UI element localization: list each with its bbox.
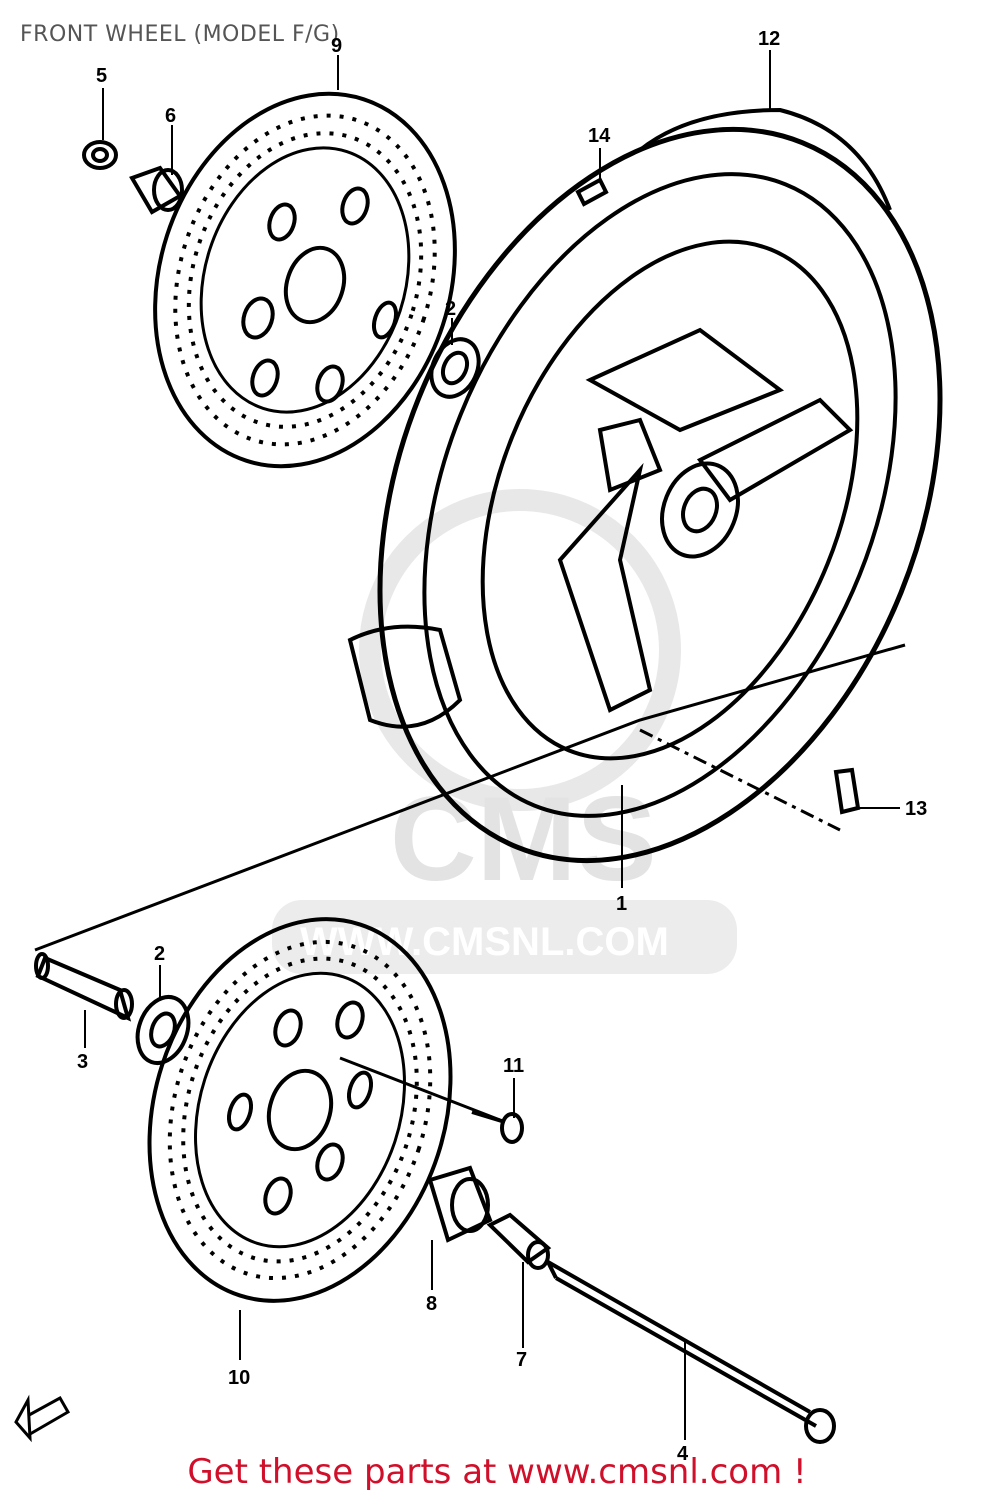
valve-part-14 <box>575 177 609 207</box>
assembly-axis-line <box>34 643 906 952</box>
callout-14: 14 <box>588 125 611 147</box>
tire-part-12 <box>347 107 943 864</box>
callout-2-lower: 2 <box>154 943 165 965</box>
nut-part-5 <box>82 140 118 170</box>
callout-4: 4 <box>677 1443 689 1465</box>
callout-2-upper: 2 <box>445 298 456 320</box>
cmsnl-watermark: CMS WWW.CMSNL.COM <box>272 489 737 974</box>
spacer-part-7 <box>486 1212 552 1270</box>
axle-part-4 <box>546 1260 836 1444</box>
callout-8: 8 <box>426 1293 437 1315</box>
callout-6: 6 <box>165 105 176 127</box>
callout-5: 5 <box>96 65 107 87</box>
callout-leader-lines <box>84 50 900 1440</box>
callout-3: 3 <box>77 1051 88 1073</box>
callout-10: 10 <box>228 1367 250 1389</box>
callout-12: 12 <box>758 28 780 50</box>
collar-part-8 <box>427 1165 493 1243</box>
spacer-part-6 <box>129 165 184 215</box>
spacer-part-3 <box>34 952 134 1022</box>
brake-disc-upper <box>153 91 457 469</box>
cmsnl-promo-link[interactable]: Get these parts at www.cmsnl.com ! <box>187 1452 807 1492</box>
bolt-part-11 <box>471 1110 524 1144</box>
callout-11: 11 <box>503 1055 524 1077</box>
cast-wheel-part-1 <box>480 239 860 761</box>
brake-disc-lower <box>147 917 501 1303</box>
callout-1: 1 <box>616 893 627 915</box>
callout-7: 7 <box>516 1349 527 1371</box>
diagram-title: FRONT WHEEL (MODEL F/G) <box>20 22 340 47</box>
balance-weight-part-13 <box>833 767 861 815</box>
watermark-logo: CMS <box>390 772 657 906</box>
callout-13: 13 <box>905 798 927 820</box>
front-direction-arrow-icon <box>14 1394 71 1443</box>
callout-numbers: 5 6 9 12 14 2 13 1 2 3 11 8 7 10 4 <box>77 28 927 1465</box>
callout-9: 9 <box>331 35 342 57</box>
watermark-url: WWW.CMSNL.COM <box>300 920 669 964</box>
